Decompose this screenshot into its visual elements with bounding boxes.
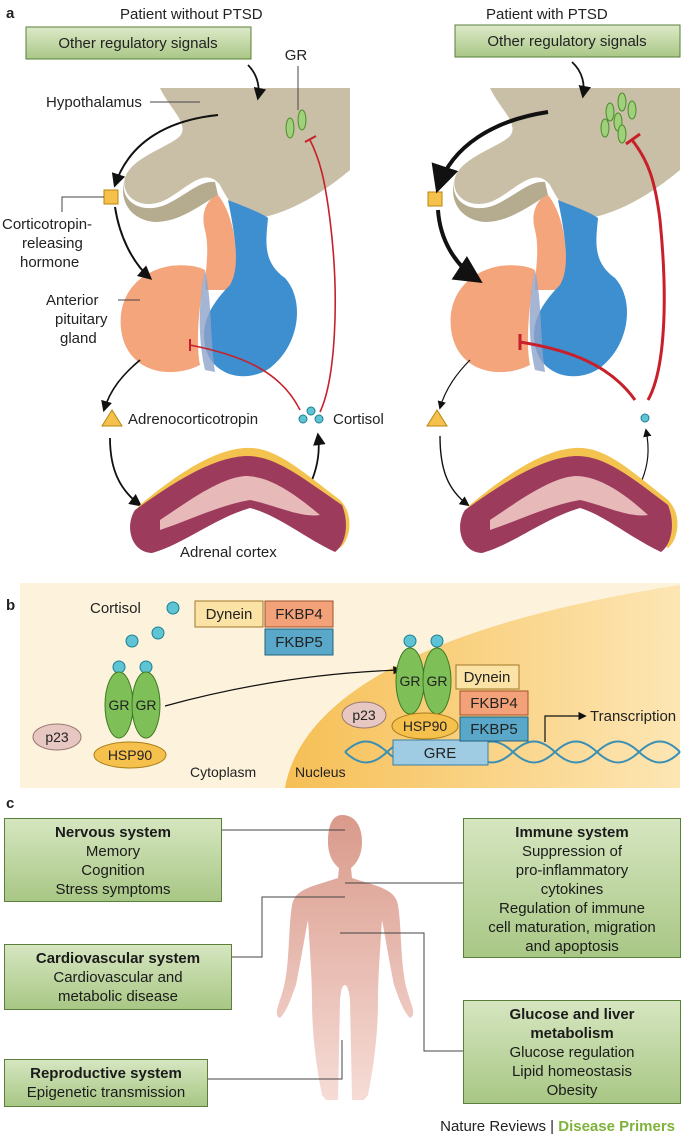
immune-item-4: Regulation of immune — [499, 900, 645, 917]
human-body — [276, 815, 414, 1100]
acth-triangle-right — [426, 409, 448, 427]
gr-label: GR — [285, 47, 308, 64]
cortisol-molecule-right — [640, 413, 650, 423]
immune-title: Immune system — [515, 824, 629, 841]
crh-square-left — [103, 189, 119, 205]
gr-left-2: GR — [136, 697, 157, 713]
panel-a-letter: a — [6, 5, 15, 22]
crh-label-3: hormone — [20, 254, 79, 271]
cytoplasm-label: Cytoplasm — [190, 764, 256, 780]
dynein-box — [194, 600, 264, 628]
pituitary-label-3: gland — [60, 330, 97, 347]
gr-receptors-right — [600, 92, 637, 144]
glucose-title-1: Glucose and liver — [509, 1006, 635, 1023]
transcription-label: Transcription — [590, 708, 676, 725]
nervous-item-1: Memory — [85, 843, 141, 860]
fkbp4-box — [264, 600, 334, 628]
nervous-title: Nervous system — [55, 824, 171, 841]
dynein-nuc-label: Dynein — [464, 669, 511, 686]
immune-item-1: Suppression of — [521, 843, 623, 860]
cardio-item-1: Cardiovascular and — [53, 969, 183, 986]
gr-receptors-left — [285, 109, 307, 139]
gr-complex-cytoplasm — [93, 660, 167, 769]
repro-title: Reproductive system — [30, 1065, 182, 1082]
glucose-liver-box: Glucose and liver metabolism Glucose reg… — [463, 1000, 681, 1104]
footer-credit: Nature Reviews | Disease Primers — [440, 1118, 675, 1135]
cortisol-molecules-left — [298, 406, 324, 424]
gr-complex-nucleus — [341, 634, 459, 740]
p23-right-label: p23 — [352, 707, 376, 723]
dynein-box-nuc — [455, 664, 520, 690]
nucleus-label: Nucleus — [295, 764, 346, 780]
other-signals-left: Other regulatory signals — [58, 35, 217, 52]
immune-item-6: and apoptosis — [525, 938, 619, 955]
right-title: Patient with PTSD — [486, 6, 608, 23]
p23-left — [32, 723, 82, 751]
left-title: Patient without PTSD — [120, 6, 263, 23]
acth-label: Adrenocorticotropin — [128, 411, 258, 428]
pituitary-left — [120, 195, 297, 377]
adrenal-right — [460, 447, 678, 553]
crh-square-right — [427, 191, 443, 207]
pituitary-label-2: pituitary — [55, 311, 108, 328]
pituitary-right — [450, 195, 627, 377]
cardio-title: Cardiovascular system — [35, 950, 201, 967]
footer-separator: | — [550, 1118, 555, 1135]
glucose-item-1: Glucose regulation — [509, 1044, 635, 1061]
panel-c-letter: c — [6, 795, 14, 812]
nervous-item-3: Stress symptoms — [55, 881, 171, 898]
p23-left-label: p23 — [45, 729, 69, 745]
reproductive-box: Reproductive system Epigenetic transmiss… — [4, 1059, 208, 1107]
crh-label-1: Corticotropin- — [2, 216, 92, 233]
cortisol-label-b: Cortisol — [90, 600, 141, 617]
other-signals-box-right — [454, 24, 681, 58]
other-signals-right: Other regulatory signals — [487, 33, 646, 50]
nervous-system-box: Nervous system Memory Cognition Stress s… — [4, 818, 222, 902]
fkbp5-box — [264, 628, 334, 656]
gre-label: GRE — [424, 745, 457, 762]
panel-b-letter: b — [6, 597, 15, 614]
crh-label-2: releasing — [22, 235, 83, 252]
dynein-label: Dynein — [206, 606, 253, 623]
fkbp5-nuc-label: FKBP5 — [470, 721, 518, 738]
cardio-item-2: metabolic disease — [57, 988, 179, 1005]
fkbp4-label: FKBP4 — [275, 606, 323, 623]
fkbp5-label: FKBP5 — [275, 634, 323, 651]
footer-brand: Nature Reviews — [440, 1118, 546, 1135]
hypothalamus-right — [453, 88, 680, 222]
hsp90-left: HSP90 — [108, 747, 153, 763]
acth-triangle-left — [101, 409, 123, 427]
hsp90-right: HSP90 — [403, 718, 448, 734]
immune-system-box: Immune system Suppression of pro-inflamm… — [463, 818, 681, 958]
gre-box — [392, 739, 489, 766]
gr-right-2: GR — [427, 673, 448, 689]
pituitary-label-1: Anterior — [46, 292, 99, 309]
immune-item-3: cytokines — [540, 881, 604, 898]
gr-left-1: GR — [109, 697, 130, 713]
cardiovascular-box: Cardiovascular system Cardiovascular and… — [4, 944, 232, 1010]
other-signals-box-left — [25, 26, 252, 60]
adrenal-left — [130, 447, 350, 553]
immune-item-2: pro-inflammatory — [515, 862, 629, 879]
footer-series: Disease Primers — [558, 1118, 675, 1135]
fkbp4-nuc-label: FKBP4 — [470, 695, 518, 712]
repro-item-1: Epigenetic transmission — [26, 1084, 186, 1101]
immune-item-5: cell maturation, migration — [488, 919, 656, 936]
gr-right-1: GR — [400, 673, 421, 689]
fkbp4-box-nuc — [459, 690, 529, 716]
fkbp5-box-nuc — [459, 716, 529, 742]
nervous-item-2: Cognition — [81, 862, 145, 879]
hypothalamus-label: Hypothalamus — [46, 94, 142, 111]
glucose-item-2: Lipid homeostasis — [511, 1063, 633, 1080]
hypothalamus-left — [123, 88, 350, 222]
cortisol-label-a: Cortisol — [333, 411, 384, 428]
adrenal-label: Adrenal cortex — [180, 544, 277, 561]
glucose-title-2: metabolism — [530, 1025, 614, 1042]
glucose-item-3: Obesity — [546, 1082, 598, 1099]
